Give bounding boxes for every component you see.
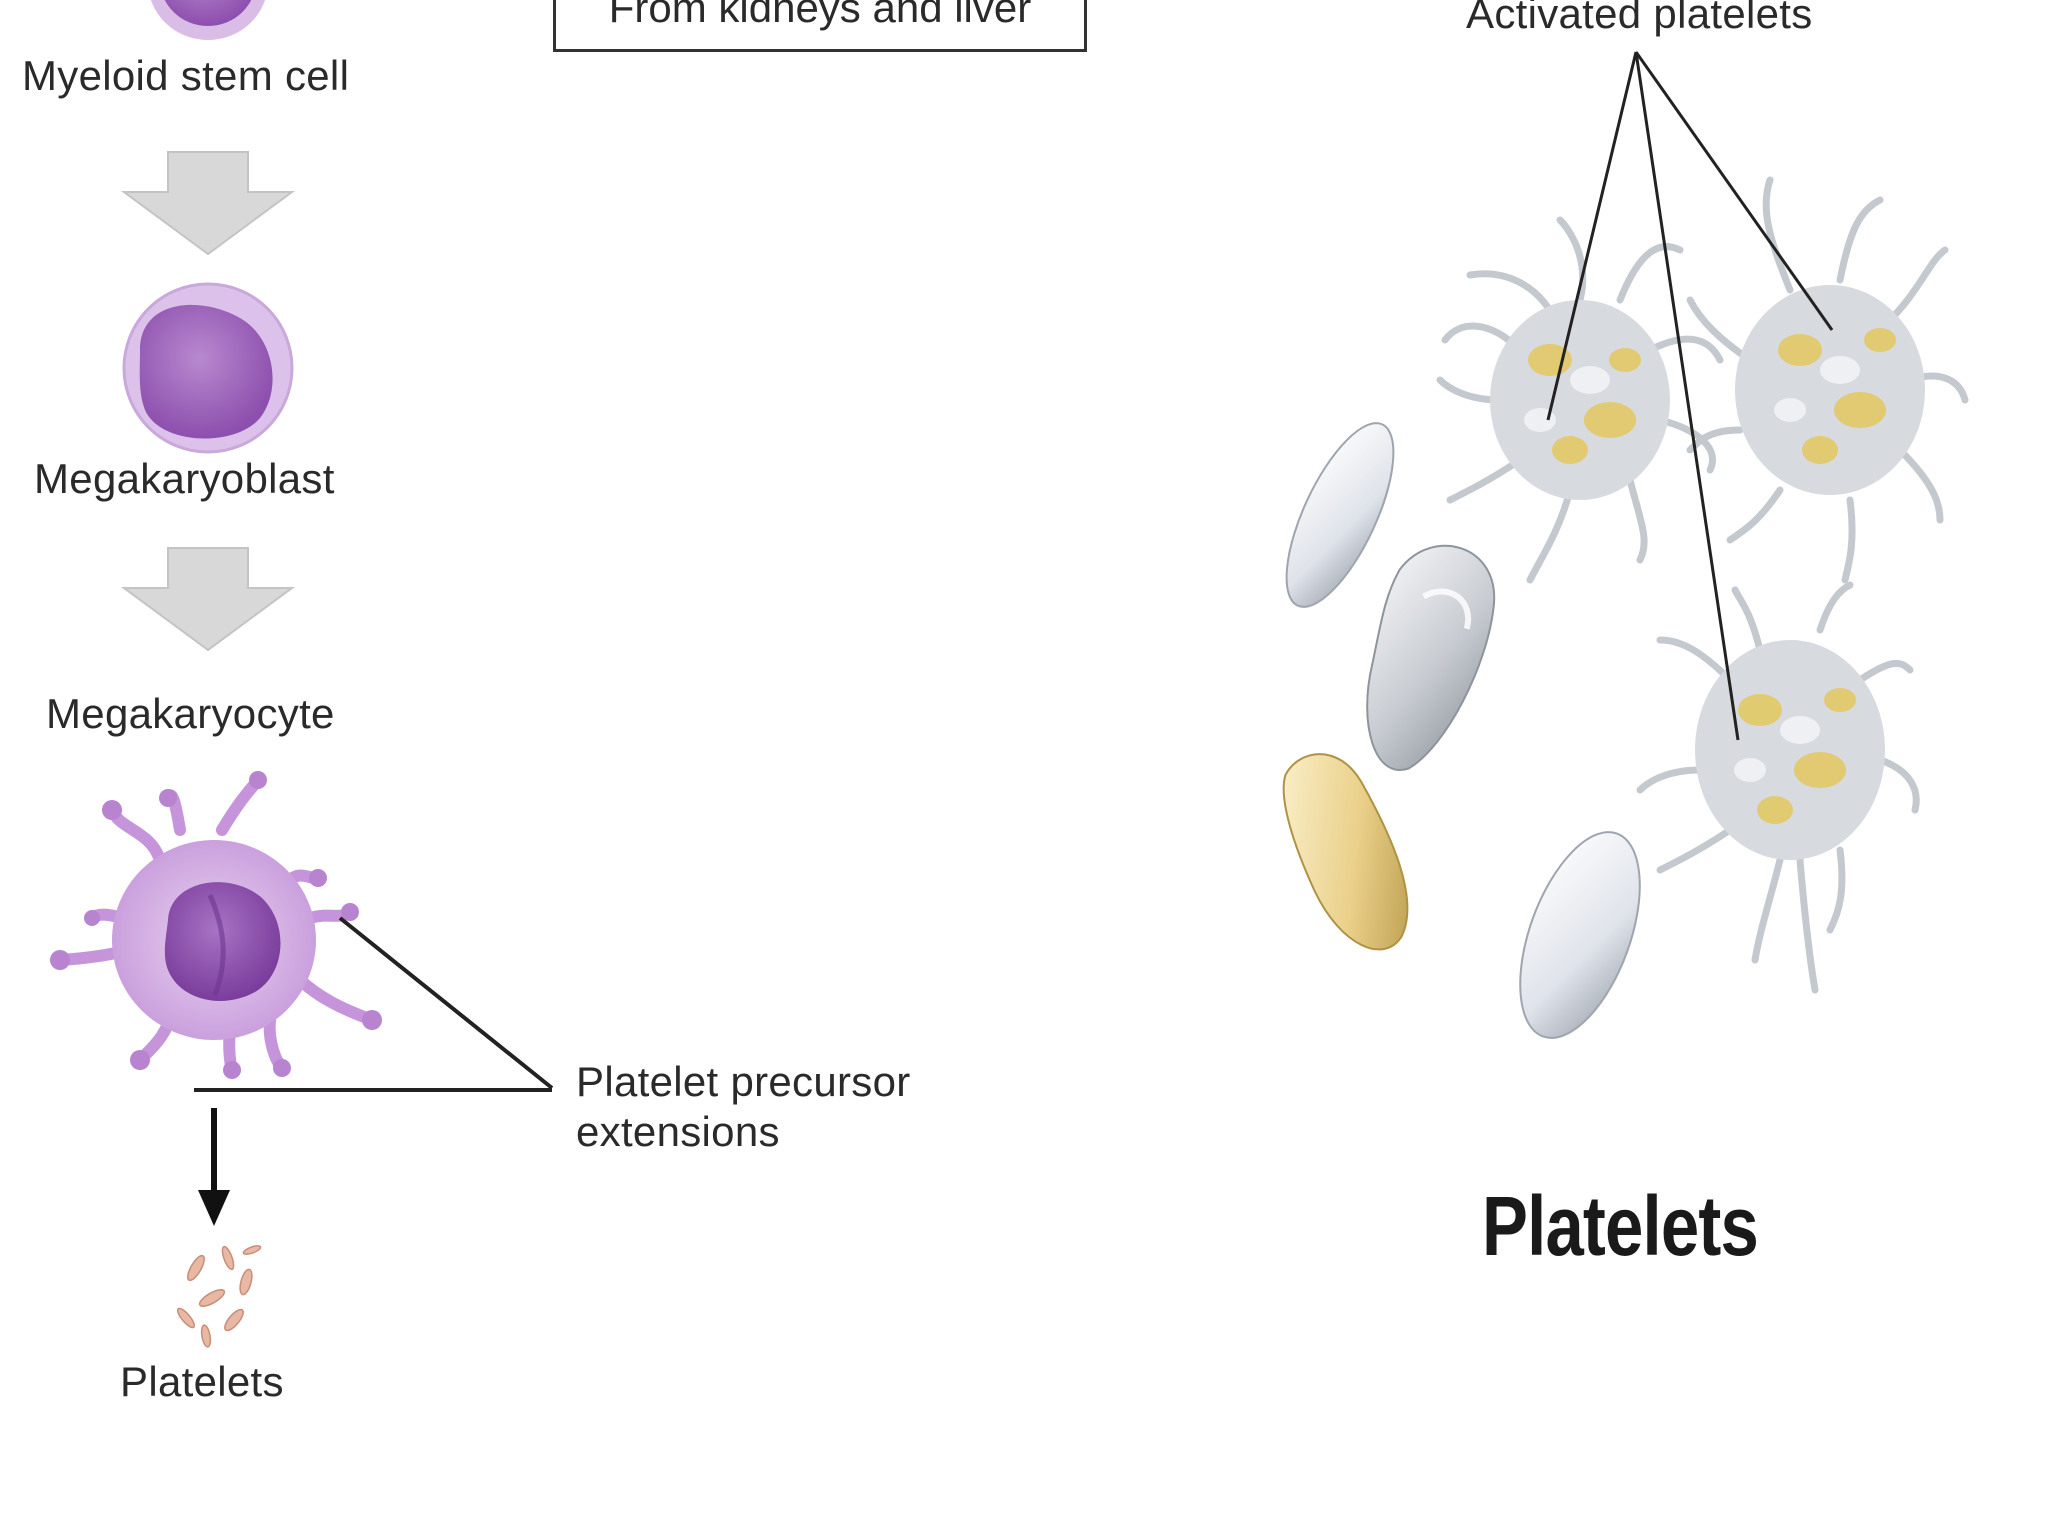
- arrow-down-icon: [198, 1108, 230, 1226]
- inactive-platelet-icon: [1366, 544, 1495, 771]
- platelet-precursor-label-line1: Platelet precursor: [576, 1058, 911, 1105]
- platelets-title: Platelets: [1482, 1179, 1759, 1273]
- activated-callout-lines: [1546, 51, 1834, 741]
- myeloid-stem-cell-icon: [150, 0, 266, 40]
- activated-platelets-label: Activated platelets: [1466, 0, 1813, 37]
- platelets-small-label: Platelets: [120, 1358, 284, 1405]
- down-arrow-icon: [120, 151, 296, 256]
- megakaryocyte-cell-icon: [50, 771, 382, 1079]
- kidneys-liver-box: From kidneys and liver: [553, 0, 1087, 52]
- megakaryocyte-label: Megakaryocyte: [46, 690, 335, 737]
- inactive-platelets-group: [1282, 422, 1641, 1039]
- precursor-callout-lines: [194, 916, 554, 1092]
- myeloid-stem-cell-label: Myeloid stem cell: [22, 52, 350, 99]
- inactive-platelet-icon: [1519, 831, 1641, 1039]
- activated-platelet-icon: [1636, 581, 1920, 994]
- activated-platelets-group: [1436, 176, 1969, 994]
- megakaryoblast-label: Megakaryoblast: [34, 455, 335, 502]
- megakaryoblast-cell-icon: [122, 282, 294, 454]
- down-arrow-icon: [120, 547, 296, 652]
- platelet-precursor-label-line2: extensions: [576, 1108, 780, 1155]
- inactive-platelet-icon: [1282, 753, 1409, 951]
- inactive-platelet-icon: [1285, 422, 1395, 608]
- small-platelets-icon: [176, 1245, 262, 1348]
